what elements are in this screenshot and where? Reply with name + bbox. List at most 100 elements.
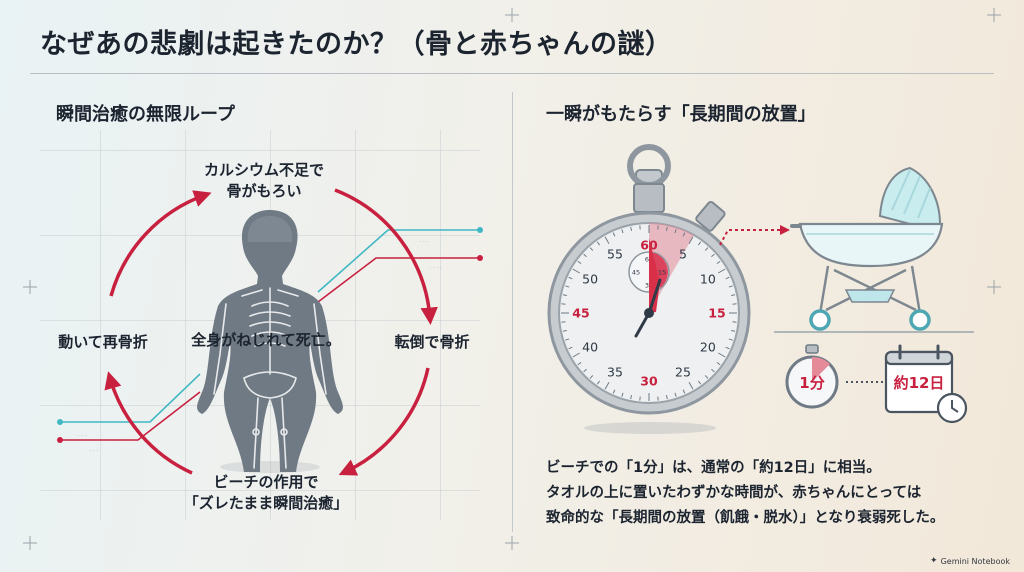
- sub-dial-number: 45: [632, 269, 640, 277]
- dial-tick: [565, 285, 570, 288]
- sub-dial-number: 15: [658, 269, 666, 277]
- svg-text:· · ·: · · ·: [90, 448, 98, 454]
- dial-tick: [731, 329, 736, 332]
- dial-tick: [589, 247, 594, 251]
- dial-tick: [562, 294, 567, 297]
- cycle-step-line: 「ズレたまま瞬間治癒」: [183, 494, 349, 512]
- dial-number: 10: [700, 272, 716, 287]
- dial-tick: [621, 229, 624, 234]
- dial-tick: [583, 253, 587, 258]
- dial-tick: [612, 232, 616, 237]
- dial-tick: [728, 338, 733, 341]
- dial-tick: [716, 361, 721, 366]
- dial-tick: [630, 226, 633, 231]
- dial-tick: [725, 346, 730, 350]
- description-line: タオルの上に置いたわずかな時間が、赤ちゃんにとっては: [546, 485, 922, 501]
- dial-tick: [577, 260, 582, 265]
- grid-line: [40, 150, 480, 151]
- dial-tick: [565, 338, 570, 341]
- left-panel-heading: 瞬間治癒の無限ループ: [56, 104, 235, 125]
- dial-number: 50: [582, 272, 598, 287]
- dial-tick: [728, 285, 733, 288]
- dotted-arrow-to-stroller: [719, 225, 790, 246]
- stopwatch-icon: 60510152025303540455055 60153045: [547, 144, 751, 434]
- dial-number: 55: [607, 247, 623, 262]
- grid-line: [185, 130, 186, 520]
- cycle-step-fracture: 転倒で骨折: [394, 333, 470, 351]
- dial-tick: [725, 276, 730, 280]
- page-title: なぜあの悲劇は起きたのか？（骨と赤ちゃんの謎）: [40, 29, 673, 60]
- dial-tick: [674, 392, 677, 397]
- calendar-icon: [884, 344, 968, 424]
- dial-tick: [718, 268, 726, 274]
- grid-line: [100, 130, 101, 520]
- dial-tick: [604, 236, 610, 244]
- dial-tick: [697, 241, 702, 246]
- description-line: 致命的な「長期間の放置（飢餓・脱水）」となり衰弱死した。: [546, 510, 945, 526]
- small-stopwatch-label: 1分: [799, 374, 825, 392]
- right-panel-heading: 一瞬がもたらす「長期間の放置」: [546, 104, 816, 125]
- dial-tick: [665, 226, 668, 231]
- dial-tick: [674, 229, 677, 234]
- dial-tick: [718, 352, 726, 358]
- dial-tick: [596, 380, 601, 385]
- gemini-logo-icon: ✦: [930, 556, 938, 566]
- svg-text:· · ·: · · ·: [420, 239, 428, 245]
- cycle-step-line: ビーチの作用で: [213, 473, 319, 491]
- trend-lines: · · · · · · · · · · · · ·: [57, 227, 483, 454]
- dial-tick: [716, 260, 721, 265]
- dial-tick: [612, 389, 616, 394]
- dial-tick: [572, 352, 580, 358]
- dial-number: 15: [708, 306, 725, 321]
- dial-tick: [577, 361, 582, 366]
- description-line: ビーチでの「1分」は、通常の「約12日」に相当。: [546, 460, 881, 476]
- dial-number: 35: [607, 364, 623, 379]
- dial-tick: [568, 276, 573, 280]
- cycle-step-instant-healing: ビーチの作用で 「ズレたまま瞬間治癒」: [176, 472, 356, 514]
- cycle-arrows: [104, 188, 438, 476]
- dial-number: 20: [700, 340, 716, 355]
- dial-tick: [596, 241, 601, 246]
- dial-tick: [711, 368, 715, 373]
- cycle-center-death: 全身がねじれて死亡。: [191, 331, 341, 349]
- grid-line: [440, 130, 441, 520]
- grid-line: [355, 130, 356, 520]
- dial-tick: [731, 294, 736, 297]
- skeleton-figure-icon: [197, 210, 343, 473]
- dial-tick: [562, 329, 567, 332]
- right-panel-icons: [719, 166, 974, 424]
- dial-tick: [704, 375, 709, 379]
- dial-tick: [697, 380, 702, 385]
- brand-footer: ✦ Gemini Notebook: [930, 556, 1010, 566]
- dial-tick: [665, 395, 668, 400]
- brand-name: Gemini Notebook: [940, 556, 1010, 566]
- svg-text:· · · ·: · · · ·: [430, 265, 442, 271]
- calendar-label: 約12日: [893, 374, 945, 392]
- cycle-step-line: カルシウム不足で: [203, 161, 324, 179]
- right-panel-description: ビーチでの「1分」は、通常の「約12日」に相当。 タオルの上に置いたわずかな時間…: [546, 456, 944, 531]
- dial-tick: [711, 253, 715, 258]
- svg-text:· · ·: · · ·: [78, 433, 86, 439]
- panel-divider: [512, 92, 513, 532]
- cycle-step-line: 骨がもろい: [226, 182, 302, 200]
- dial-tick: [572, 268, 580, 274]
- grid-line: [40, 490, 480, 491]
- cycle-step-calcium-deficiency: カルシウム不足で 骨がもろい: [190, 160, 338, 202]
- cycle-step-refracture: 動いて再骨折: [58, 333, 148, 351]
- dial-tick: [704, 247, 709, 251]
- dial-number: 25: [675, 364, 691, 379]
- baby-stroller-icon: [790, 166, 944, 331]
- dial-tick: [568, 346, 573, 350]
- dial-tick: [682, 232, 686, 237]
- dial-tick: [688, 236, 694, 244]
- calcium-cycle-diagram: · · · · · · · · · · · · ·: [57, 188, 483, 476]
- dial-tick: [589, 375, 594, 379]
- dial-tick: [682, 389, 686, 394]
- title-divider: [30, 73, 994, 74]
- dial-number: 45: [572, 306, 589, 321]
- dial-number: 30: [640, 374, 658, 389]
- dial-number: 5: [679, 247, 687, 262]
- dial-tick: [688, 382, 694, 390]
- dial-tick: [583, 368, 587, 373]
